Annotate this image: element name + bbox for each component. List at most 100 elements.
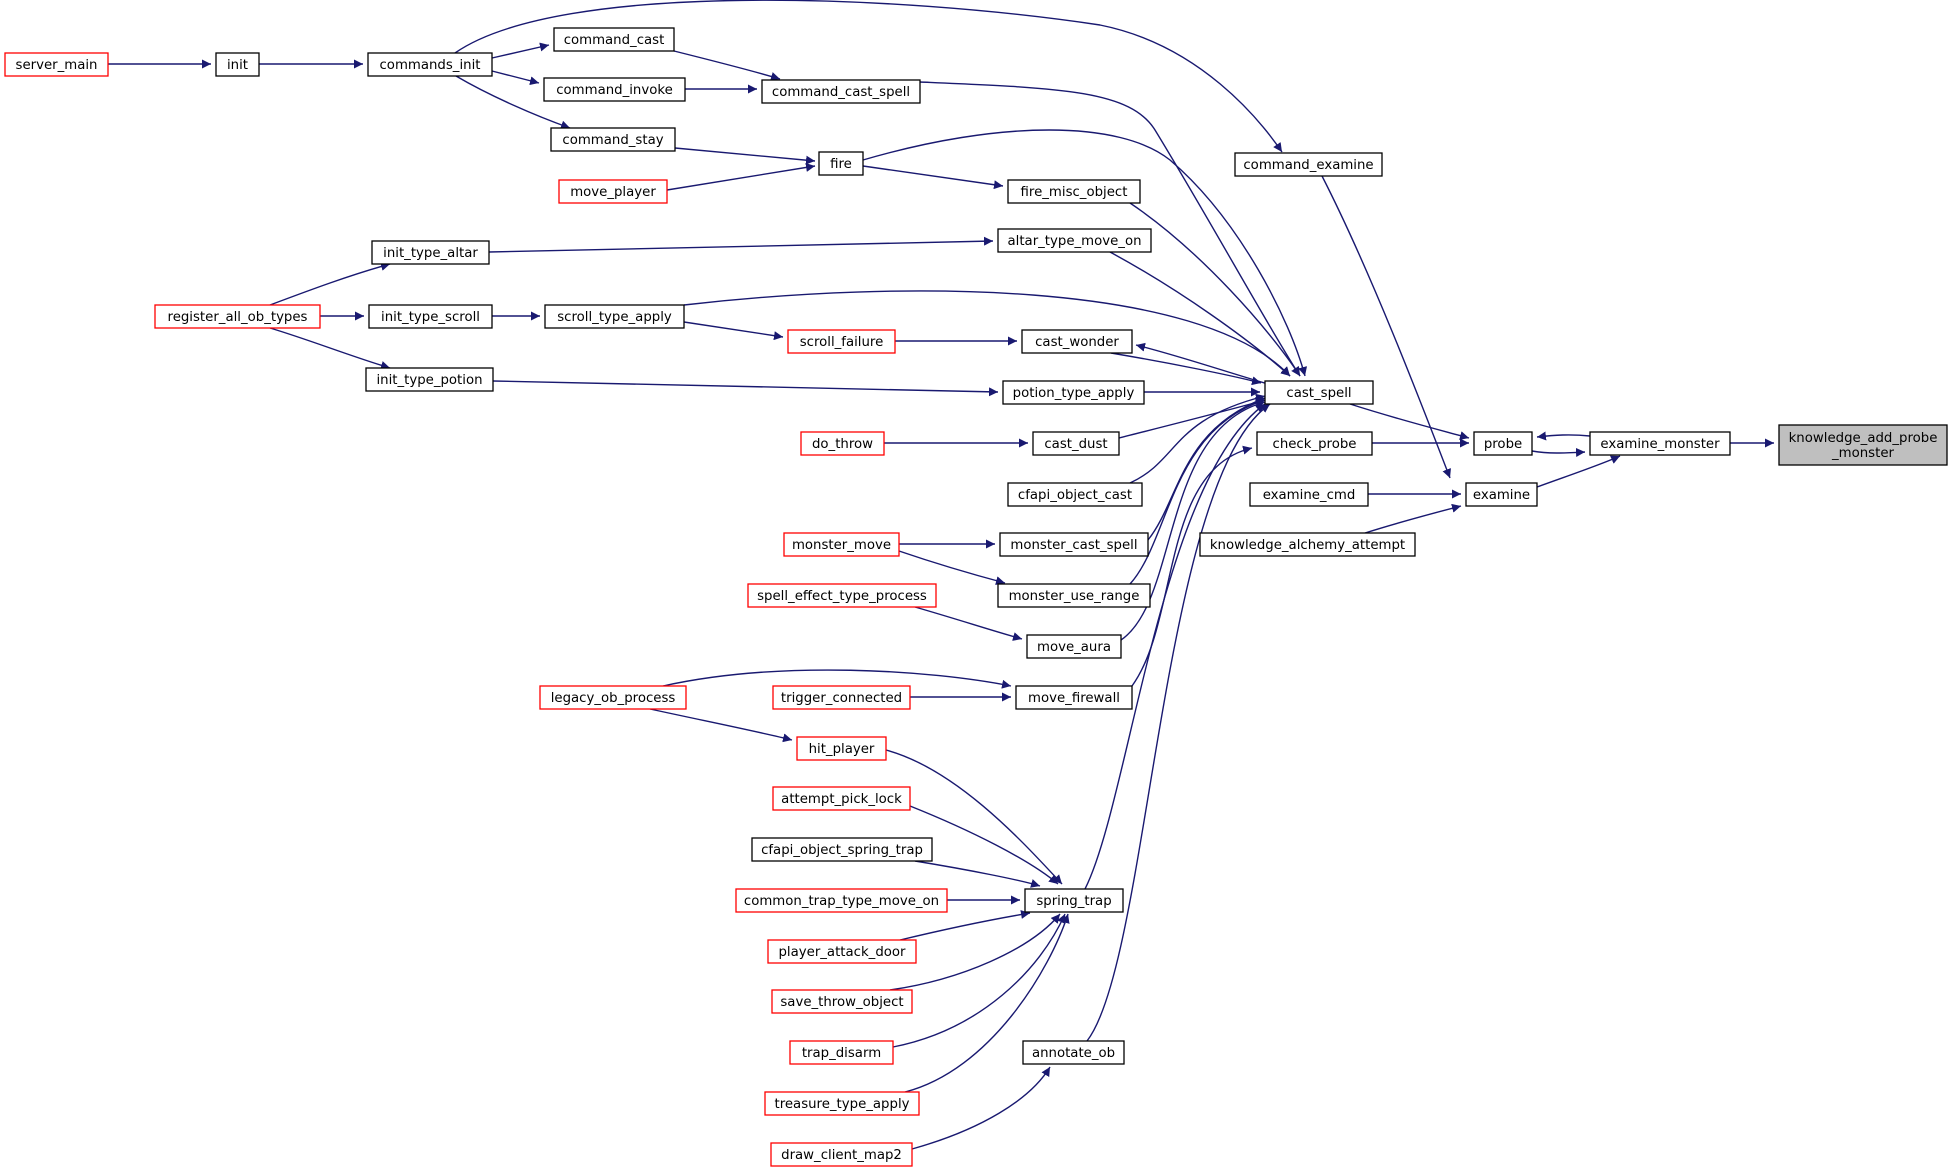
node-init-type-altar[interactable]: init_type_altar	[371, 240, 490, 265]
node-label: altar_type_move_on	[1007, 234, 1141, 249]
edge-player_attack_door-to-spring_trap	[899, 910, 1031, 941]
node-box	[215, 52, 260, 77]
node-monster-use-range[interactable]: monster_use_range	[997, 583, 1151, 608]
node-move-aura[interactable]: move_aura	[1026, 634, 1122, 659]
node-label: spell_effect_type_process	[757, 589, 927, 604]
node-move-firewall[interactable]: move_firewall	[1015, 685, 1133, 710]
node-command-cast[interactable]: command_cast	[553, 27, 675, 52]
node-cfapi-object-cast[interactable]: cfapi_object_cast	[1007, 482, 1143, 507]
node-box	[368, 304, 493, 329]
node-label: command_stay	[562, 133, 663, 148]
node-box	[1021, 329, 1133, 354]
node-monster-move[interactable]: monster_move	[783, 532, 900, 557]
node-label: knowledge_add_probe	[1789, 431, 1938, 446]
node-knowledge-add-probe-monster[interactable]: knowledge_add_probe_monster	[1778, 424, 1948, 466]
node-label: spring_trap	[1036, 894, 1111, 909]
node-box	[553, 27, 675, 52]
node-command-examine[interactable]: command_examine	[1234, 152, 1383, 177]
edge-cast_wonder-to-cast_spell	[1110, 352, 1262, 386]
node-box	[818, 151, 864, 176]
node-treasure-type-apply[interactable]: treasure_type_apply	[764, 1091, 920, 1116]
node-box	[1007, 482, 1143, 507]
edge-legacy_ob_process-to-move_firewall	[662, 669, 1012, 689]
node-box	[1022, 1040, 1125, 1065]
node-potion-type-apply[interactable]: potion_type_apply	[1002, 380, 1145, 405]
edge-register_all_ob_types-to-init_type_potion	[269, 327, 391, 370]
node-do-throw[interactable]: do_throw	[800, 431, 885, 456]
node-box	[789, 1040, 894, 1065]
node-altar-type-move-on[interactable]: altar_type_move_on	[997, 228, 1152, 253]
node-hit-player[interactable]: hit_player	[796, 736, 887, 761]
node-attempt-pick-lock[interactable]: attempt_pick_lock	[772, 786, 911, 811]
node-common-trap-type-move-on[interactable]: common_trap_type_move_on	[735, 888, 948, 913]
node-box	[1589, 431, 1731, 456]
node-label: commands_init	[380, 58, 481, 73]
node-box	[747, 583, 937, 608]
node-save-throw-object[interactable]: save_throw_object	[771, 989, 913, 1014]
node-command-cast-spell[interactable]: command_cast_spell	[761, 79, 921, 104]
edge-fire-to-fire_misc_object	[862, 165, 1004, 190]
node-scroll-type-apply[interactable]: scroll_type_apply	[544, 304, 685, 329]
node-label: init_type_scroll	[381, 310, 480, 325]
edge-scroll_type_apply-to-scroll_failure	[683, 321, 784, 341]
node-trap-disarm[interactable]: trap_disarm	[789, 1040, 894, 1065]
node-box	[544, 304, 685, 329]
edge-legacy_ob_process-to-hit_player	[649, 708, 793, 743]
node-trigger-connected[interactable]: trigger_connected	[772, 685, 911, 710]
edge-monster_use_range-to-cast_spell	[1129, 398, 1266, 585]
node-box	[997, 228, 1152, 253]
node-command-stay[interactable]: command_stay	[550, 127, 676, 152]
node-legacy-ob-process[interactable]: legacy_ob_process	[539, 685, 687, 710]
node-check-probe[interactable]: check_probe	[1256, 431, 1373, 456]
node-label: check_probe	[1273, 437, 1357, 452]
node-scroll-failure[interactable]: scroll_failure	[787, 329, 896, 354]
node-cfapi-object-spring-trap[interactable]: cfapi_object_spring_trap	[751, 837, 933, 862]
edge-move_firewall-to-check_probe	[1131, 445, 1253, 687]
node-spring-trap[interactable]: spring_trap	[1024, 888, 1124, 913]
node-label: annotate_ob	[1032, 1046, 1115, 1061]
node-commands-init[interactable]: commands_init	[367, 52, 493, 77]
node-label: move_firewall	[1028, 691, 1120, 706]
node-box	[997, 583, 1151, 608]
node-label: save_throw_object	[780, 995, 903, 1010]
node-examine[interactable]: examine	[1465, 482, 1538, 507]
node-probe[interactable]: probe	[1473, 431, 1533, 456]
node-box	[751, 837, 933, 862]
node-monster-cast-spell[interactable]: monster_cast_spell	[999, 532, 1149, 557]
edge-cfapi_object_cast-to-cast_spell	[1129, 393, 1266, 484]
node-box	[1024, 888, 1124, 913]
node-cast-wonder[interactable]: cast_wonder	[1021, 329, 1133, 354]
node-move-player[interactable]: move_player	[558, 179, 668, 204]
node-box	[787, 329, 896, 354]
node-label: fire_misc_object	[1021, 185, 1128, 200]
node-knowledge-alchemy-attempt[interactable]: knowledge_alchemy_attempt	[1199, 532, 1416, 557]
node-init-type-scroll[interactable]: init_type_scroll	[368, 304, 493, 329]
node-label: fire	[830, 157, 852, 172]
node-init-type-potion[interactable]: init_type_potion	[365, 367, 494, 392]
node-cast-dust[interactable]: cast_dust	[1032, 431, 1120, 456]
node-draw-client-map2[interactable]: draw_client_map2	[770, 1142, 913, 1167]
edge-fire_misc_object-to-cast_spell	[1129, 202, 1301, 377]
node-box	[772, 685, 911, 710]
node-spell-effect-type-process[interactable]: spell_effect_type_process	[747, 583, 937, 608]
node-label: draw_client_map2	[781, 1148, 902, 1163]
node-register-all-ob-types[interactable]: register_all_ob_types	[154, 304, 321, 329]
node-player-attack-door[interactable]: player_attack_door	[767, 939, 917, 964]
node-label: command_examine	[1243, 158, 1373, 173]
node-server-main[interactable]: server_main	[4, 52, 109, 77]
node-examine-cmd[interactable]: examine_cmd	[1249, 482, 1369, 507]
node-label: knowledge_alchemy_attempt	[1210, 538, 1405, 553]
node-init[interactable]: init	[215, 52, 260, 77]
edge-commands_init-to-command_stay	[455, 75, 571, 130]
node-fire[interactable]: fire	[818, 151, 864, 176]
node-box	[1026, 634, 1122, 659]
node-label: move_aura	[1037, 640, 1111, 655]
node-annotate-ob[interactable]: annotate_ob	[1022, 1040, 1125, 1065]
node-command-invoke[interactable]: command_invoke	[543, 77, 686, 102]
node-examine-monster[interactable]: examine_monster	[1589, 431, 1731, 456]
node-cast-spell[interactable]: cast_spell	[1264, 380, 1374, 405]
node-fire-misc-object[interactable]: fire_misc_object	[1007, 179, 1141, 204]
edge-fire-to-cast_spell	[862, 129, 1308, 377]
node-label: examine_monster	[1600, 437, 1720, 452]
node-label: _monster	[1831, 446, 1894, 461]
